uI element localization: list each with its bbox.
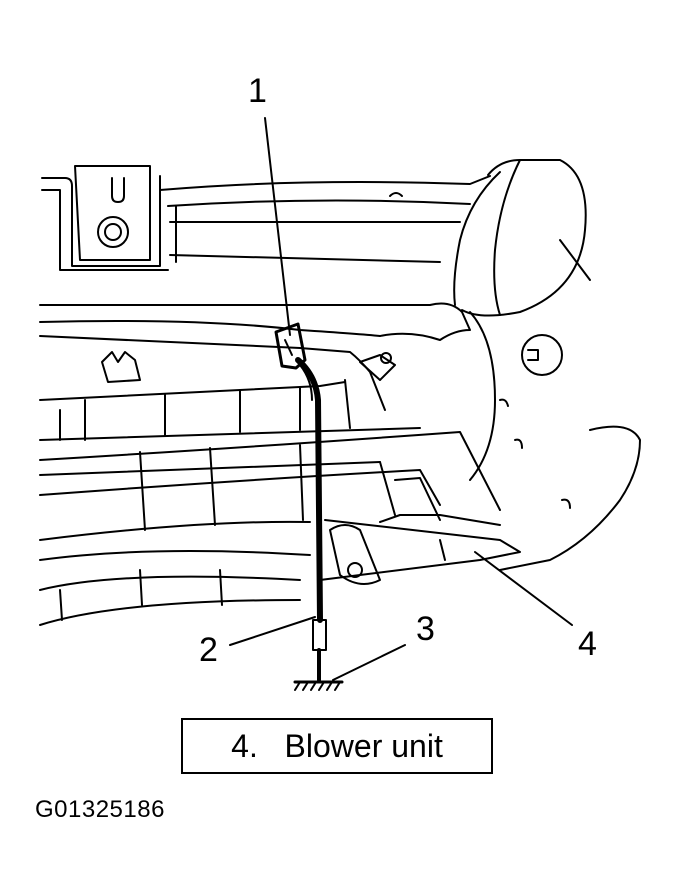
caption-spacer (258, 728, 285, 765)
caption-box: 4. Blower unit (181, 718, 493, 774)
blower-unit-body (39, 302, 521, 626)
leader-line-1 (264, 117, 291, 336)
ground-harness (274, 322, 327, 682)
caption-number: 4. (231, 727, 258, 764)
caption-text: Blower unit (284, 727, 443, 764)
callout-2: 2 (199, 631, 218, 669)
ground-symbol (293, 680, 344, 691)
upper-bracket (41, 165, 491, 271)
callout-4: 4 (578, 625, 597, 663)
leader-line-4 (474, 551, 573, 626)
callout-1: 1 (248, 72, 267, 110)
callout-3: 3 (416, 610, 435, 648)
leader-line-2 (229, 616, 316, 646)
leader-line-3 (332, 644, 406, 681)
blower-housing (453, 159, 641, 571)
figure-id: G01325186 (35, 796, 165, 823)
